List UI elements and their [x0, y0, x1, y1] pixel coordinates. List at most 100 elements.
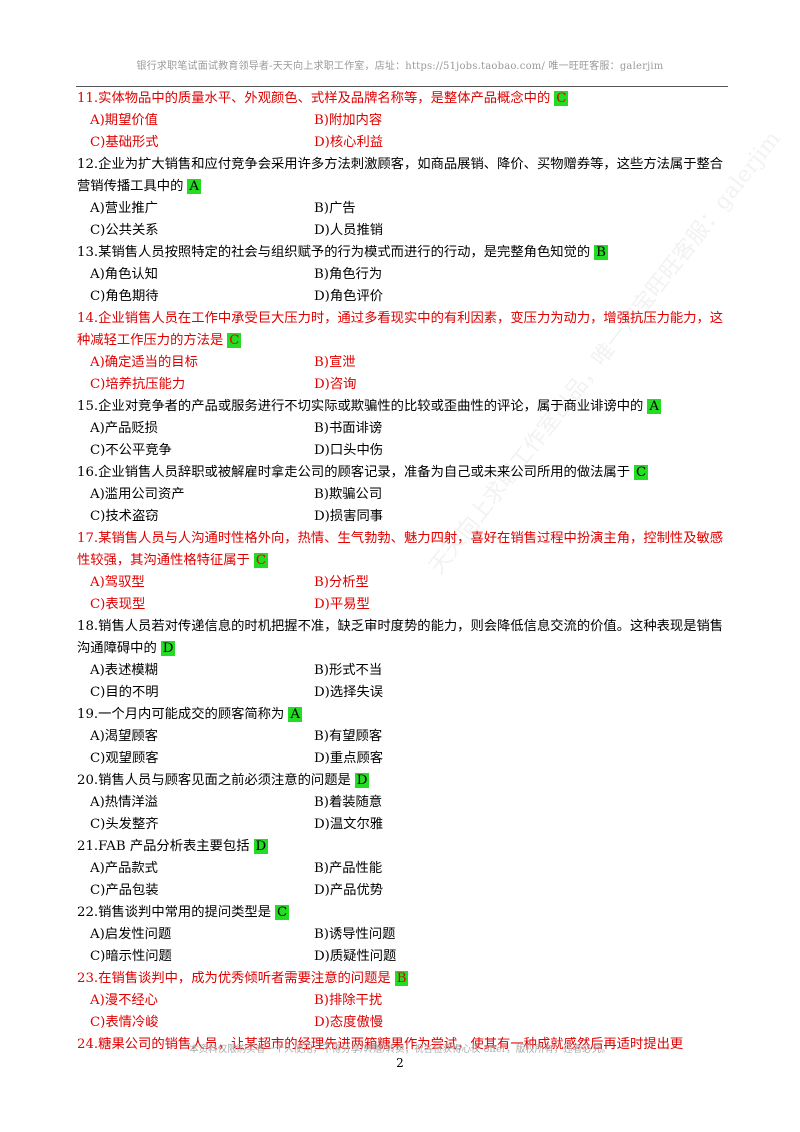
option-item: D)温文尔雅 — [314, 817, 384, 832]
option-item: B)诱导性问题 — [314, 927, 396, 942]
option-item: A)产品贬损 — [90, 421, 158, 436]
option-item: B)欺骗公司 — [314, 487, 383, 502]
question-stem: 12.企业为扩大销售和应付竞争会采用许多方法刺激顾客，如商品展销、降价、买物赠券… — [77, 154, 731, 198]
question-text: 企业销售人员在工作中承受巨大压力时，通过多看现实中的有利因素，变压力为动力，增强… — [77, 311, 724, 348]
question-number: 24. — [77, 1037, 99, 1052]
question-text: 某销售人员与人沟通时性格外向，热情、生气勃勃、魅力四射，喜好在销售过程中扮演主角… — [77, 531, 724, 568]
answer-highlight: A — [288, 707, 302, 722]
answer-highlight: D — [160, 641, 176, 656]
question-stem: 17.某销售人员与人沟通时性格外向，热情、生气勃勃、魅力四射，喜好在销售过程中扮… — [77, 528, 731, 572]
option-item: C)表现型 — [90, 597, 146, 612]
option-item: C)观望顾客 — [90, 751, 159, 766]
question-item: 18.销售人员若对传递信息的时机把握不准，缺乏审时度势的能力，则会降低信息交流的… — [77, 616, 731, 704]
question-stem: 15.企业对竞争者的产品或服务进行不切实际或欺骗性的比较或歪曲性的评论，属于商业… — [77, 396, 731, 418]
option-item: D)核心利益 — [314, 135, 384, 150]
option-item: A)产品款式 — [90, 861, 158, 876]
question-number: 14. — [77, 311, 99, 326]
option-item: D)平易型 — [314, 597, 370, 612]
option-item: C)头发整齐 — [90, 817, 159, 832]
option-item: D)角色评价 — [314, 289, 384, 304]
option-item: C)角色期待 — [90, 289, 159, 304]
question-number: 22. — [77, 905, 99, 920]
answer-highlight: C — [253, 553, 269, 568]
option-item: C)培养抗压能力 — [90, 377, 186, 392]
option-item: B)有望顾客 — [314, 729, 383, 744]
answer-highlight: C — [554, 91, 569, 106]
question-item: 24.糖果公司的销售人员，让某超市的经理先进两箱糖果作为尝试，使其有一种成就感然… — [77, 1034, 731, 1056]
option-item: A)营业推广 — [90, 201, 158, 216]
answer-highlight: C — [227, 333, 242, 348]
question-number: 20. — [77, 773, 99, 788]
question-text: 在销售谈判中，成为优秀倾听者需要注意的问题是 — [98, 971, 391, 986]
question-text: 某销售人员按照特定的社会与组织赋予的行为模式而进行的行动，是完整角色知觉的 — [98, 245, 591, 260]
question-number: 11. — [77, 91, 99, 106]
option-item: A)启发性问题 — [90, 927, 172, 942]
page-header: 银行求职笔试面试教育领导者-天天向上求职工作室，店址：https://51job… — [136, 61, 664, 72]
option-item: A)期望价值 — [90, 113, 158, 128]
option-item: D)咨询 — [314, 377, 357, 392]
answer-highlight: A — [187, 179, 201, 194]
option-item: C)公共关系 — [90, 223, 159, 238]
question-number: 19. — [77, 707, 99, 722]
answer-highlight: D — [253, 839, 269, 854]
option-item: D)损害同事 — [314, 509, 384, 524]
question-item: 13.某销售人员按照特定的社会与组织赋予的行为模式而进行的行动，是完整角色知觉的… — [77, 242, 731, 308]
question-item: 17.某销售人员与人沟通时性格外向，热情、生气勃勃、魅力四射，喜好在销售过程中扮… — [77, 528, 731, 616]
question-text: 销售人员与顾客见面之前必须注意的问题是 — [98, 773, 351, 788]
question-stem: 24.糖果公司的销售人员，让某超市的经理先进两箱糖果作为尝试，使其有一种成就感然… — [77, 1034, 731, 1056]
question-number: 23. — [77, 971, 99, 986]
question-text: 实体物品中的质量水平、外观颜色、式样及品牌名称等，是整体产品概念中的 — [98, 91, 551, 106]
option-item: D)态度傲慢 — [314, 1015, 384, 1030]
question-stem: 18.销售人员若对传递信息的时机把握不准，缺乏审时度势的能力，则会降低信息交流的… — [77, 616, 731, 660]
option-item: B)产品性能 — [314, 861, 383, 876]
question-text: 企业对竞争者的产品或服务进行不切实际或欺骗性的比较或歪曲性的评论，属于商业诽谤中… — [98, 399, 644, 414]
page-number: 2 — [396, 1056, 404, 1070]
option-item: C)技术盗窃 — [90, 509, 159, 524]
option-item: B)广告 — [314, 201, 356, 216]
question-text: 销售谈判中常用的提问类型是 — [98, 905, 272, 920]
option-item: C)不公平竞争 — [90, 443, 172, 458]
question-stem: 14.企业销售人员在工作中承受巨大压力时，通过多看现实中的有利因素，变压力为动力… — [77, 308, 731, 352]
answer-highlight: B — [394, 971, 409, 986]
option-item: B)附加内容 — [314, 113, 383, 128]
option-item: B)排除干扰 — [314, 993, 383, 1008]
option-item: A)表述模糊 — [90, 663, 158, 678]
question-item: 16.企业销售人员辞职或被解雇时拿走公司的顾客记录，准备为自己或未来公司所用的做… — [77, 462, 731, 528]
question-number: 13. — [77, 245, 99, 260]
question-item: 12.企业为扩大销售和应付竞争会采用许多方法刺激顾客，如商品展销、降价、买物赠券… — [77, 154, 731, 242]
option-item: A)渴望顾客 — [90, 729, 158, 744]
question-text: 企业为扩大销售和应付竞争会采用许多方法刺激顾客，如商品展销、降价、买物赠券等，这… — [77, 157, 724, 194]
question-number: 16. — [77, 465, 99, 480]
question-number: 12. — [77, 157, 99, 172]
option-item: C)产品包装 — [90, 883, 159, 898]
header-rule — [76, 86, 728, 87]
answer-highlight: C — [275, 905, 290, 920]
question-text: 糖果公司的销售人员，让某超市的经理先进两箱糖果作为尝试，使其有一种成就感然后再适… — [98, 1037, 684, 1052]
question-text: 销售人员若对传递信息的时机把握不准，缺乏审时度势的能力，则会降低信息交流的价值。… — [77, 619, 724, 656]
option-grid: A)期望价值 B)附加内容 C)基础形式 D)核心利益 — [77, 110, 731, 154]
option-item: C)基础形式 — [90, 135, 159, 150]
option-item: B)角色行为 — [314, 267, 383, 282]
option-item: C)暗示性问题 — [90, 949, 172, 964]
option-item: B)形式不当 — [314, 663, 383, 678]
question-number: 21. — [77, 839, 99, 854]
question-number: 18. — [77, 619, 99, 634]
